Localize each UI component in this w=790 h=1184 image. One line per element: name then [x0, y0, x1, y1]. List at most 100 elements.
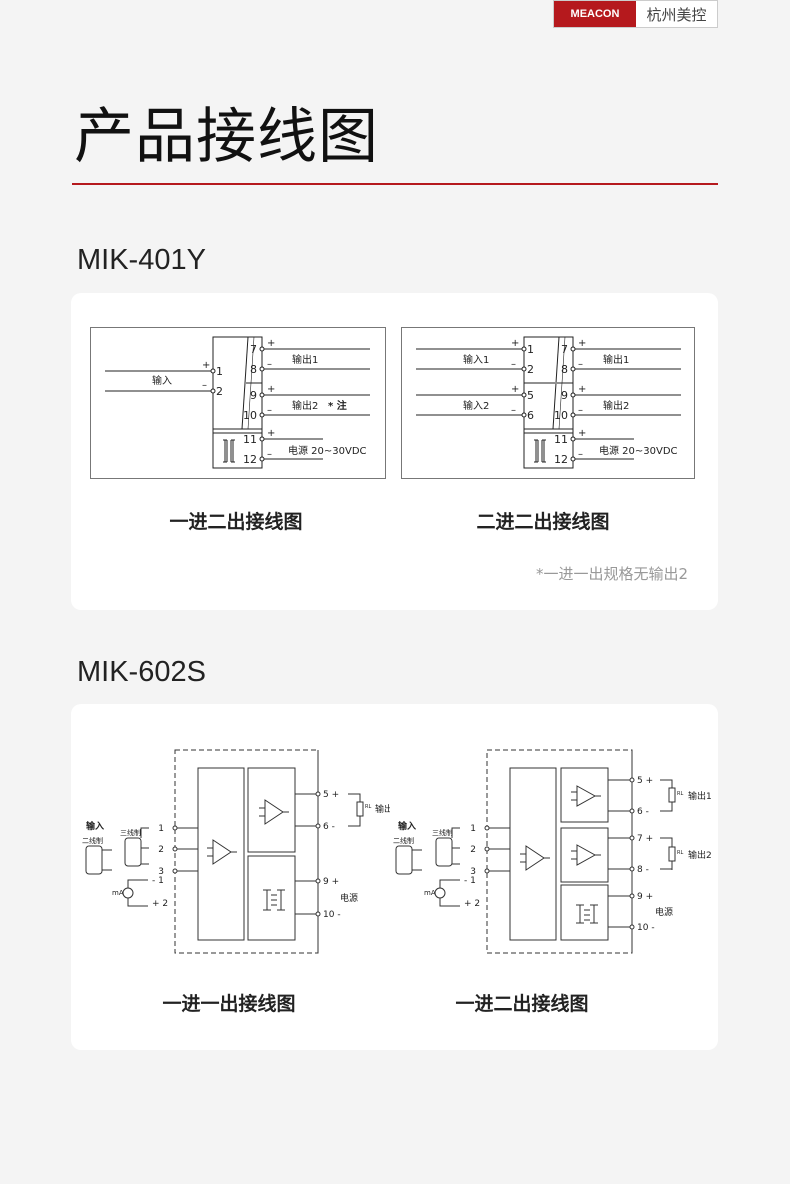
svg-text:9 +: 9 +: [323, 877, 339, 887]
three-wire-transmitter-icon: [124, 837, 142, 867]
svg-text:输出1: 输出1: [292, 353, 318, 366]
svg-text:6 -: 6 -: [637, 807, 649, 817]
ma-source-icon: [434, 887, 446, 899]
svg-text:–: –: [511, 359, 516, 370]
amplifier-icon: [520, 845, 550, 871]
svg-text:–: –: [267, 449, 272, 460]
svg-text:5 +: 5 +: [323, 790, 339, 800]
svg-text:+: +: [578, 338, 586, 349]
svg-text:9: 9: [250, 389, 257, 402]
svg-text:输出1: 输出1: [688, 790, 712, 802]
diagram-caption: 一进一出接线图: [162, 993, 296, 1015]
svg-text:1: 1: [158, 824, 164, 834]
svg-text:输出: 输出: [375, 803, 390, 815]
svg-text:电源: 电源: [340, 892, 358, 904]
brand-logo: MEACON 杭州美控: [553, 0, 718, 28]
svg-text:9: 9: [561, 389, 568, 402]
svg-text:二线制: 二线制: [82, 836, 103, 845]
svg-text:2: 2: [527, 363, 534, 376]
svg-text:–: –: [511, 405, 516, 416]
svg-text:mA: mA: [112, 889, 124, 897]
svg-text:–: –: [578, 405, 583, 416]
section-title-mik-602s: MIK-602S: [77, 656, 206, 688]
transformer-icon: [576, 904, 598, 924]
svg-text:12: 12: [554, 453, 568, 466]
resistor-icon: [668, 787, 676, 803]
svg-text:1: 1: [527, 343, 534, 356]
svg-text:3: 3: [470, 867, 476, 877]
svg-text:5: 5: [527, 389, 534, 402]
svg-text:RL: RL: [677, 791, 683, 797]
three-wire-transmitter-icon: [435, 837, 453, 867]
diagram-caption: 二进二出接线图: [476, 511, 610, 533]
svg-text:二线制: 二线制: [393, 836, 414, 845]
svg-text:+: +: [578, 428, 586, 439]
page-title: 产品接线图: [74, 102, 379, 172]
svg-text:3: 3: [158, 867, 164, 877]
svg-text:输出2: 输出2: [603, 399, 629, 412]
svg-text:7: 7: [250, 343, 257, 356]
svg-text:9 +: 9 +: [637, 892, 653, 902]
svg-text:+: +: [511, 384, 519, 395]
svg-text:+ 2: + 2: [152, 899, 168, 909]
svg-text:10 -: 10 -: [637, 923, 655, 933]
diagram-caption: 一进二出接线图: [169, 511, 303, 533]
svg-text:–: –: [578, 359, 583, 370]
svg-text:2: 2: [470, 845, 476, 855]
svg-text:+ 2: + 2: [464, 899, 480, 909]
svg-text:11: 11: [554, 433, 568, 446]
svg-text:输入: 输入: [86, 820, 104, 832]
svg-text:输入: 输入: [398, 820, 416, 832]
svg-text:1: 1: [216, 365, 223, 378]
amplifier-icon: [207, 839, 237, 865]
svg-text:8 -: 8 -: [637, 865, 649, 875]
svg-text:+: +: [511, 338, 519, 349]
svg-text:+: +: [267, 428, 275, 439]
svg-text:–: –: [202, 380, 207, 391]
svg-text:电源 20~30VDC: 电源 20~30VDC: [599, 444, 678, 457]
svg-text:5 +: 5 +: [637, 776, 653, 786]
isolation-icon: [534, 439, 546, 463]
amplifier-icon: [259, 799, 289, 825]
isolation-icon: [223, 439, 235, 463]
diagram-caption: 一进二出接线图: [455, 993, 589, 1015]
amplifier-icon: [571, 785, 601, 807]
svg-text:10: 10: [554, 409, 568, 422]
svg-text:8: 8: [561, 363, 568, 376]
svg-text:1: 1: [470, 824, 476, 834]
svg-text:8: 8: [250, 363, 257, 376]
svg-text:三线制: 三线制: [432, 828, 453, 837]
spec-note: *一进一出规格无输出2: [535, 565, 688, 583]
svg-text:–: –: [267, 405, 272, 416]
svg-text:6: 6: [527, 409, 534, 422]
svg-text:+: +: [202, 360, 210, 371]
title-divider: [72, 183, 718, 185]
logo-text: 杭州美控: [646, 5, 707, 24]
svg-text:–: –: [578, 449, 583, 460]
svg-text:- 1: - 1: [152, 876, 164, 886]
svg-text:RL: RL: [677, 850, 683, 856]
amplifier-icon: [571, 844, 601, 866]
svg-text:+: +: [267, 338, 275, 349]
transformer-icon: [263, 889, 285, 911]
svg-text:+: +: [267, 384, 275, 395]
svg-text:输入: 输入: [152, 374, 172, 387]
wiring-diagram-1in-2out: +– 1 2 7 8 9 10 11 12 +–+–+– 输入 输出1 输出2 …: [90, 327, 386, 479]
card-mik-602s: [71, 704, 718, 1050]
card-mik-401y: [71, 293, 718, 610]
ma-source-icon: [122, 887, 134, 899]
svg-text:mA: mA: [424, 889, 436, 897]
svg-text:12: 12: [243, 453, 257, 466]
svg-text:* 注: * 注: [328, 399, 347, 412]
svg-text:11: 11: [243, 433, 257, 446]
resistor-icon: [356, 801, 364, 817]
svg-text:+: +: [578, 384, 586, 395]
svg-text:输入1: 输入1: [463, 353, 489, 366]
svg-text:RL: RL: [365, 804, 371, 810]
two-wire-transmitter-icon: [85, 845, 103, 875]
svg-text:输入2: 输入2: [463, 399, 489, 412]
svg-text:2: 2: [216, 385, 223, 398]
svg-text:7 +: 7 +: [637, 834, 653, 844]
svg-text:6 -: 6 -: [323, 822, 335, 832]
wiring-diagram-2in-2out: +–+– 1 2 5 6 7 8 9 10 11 12 +–+–+– 输入1 输…: [401, 327, 695, 479]
